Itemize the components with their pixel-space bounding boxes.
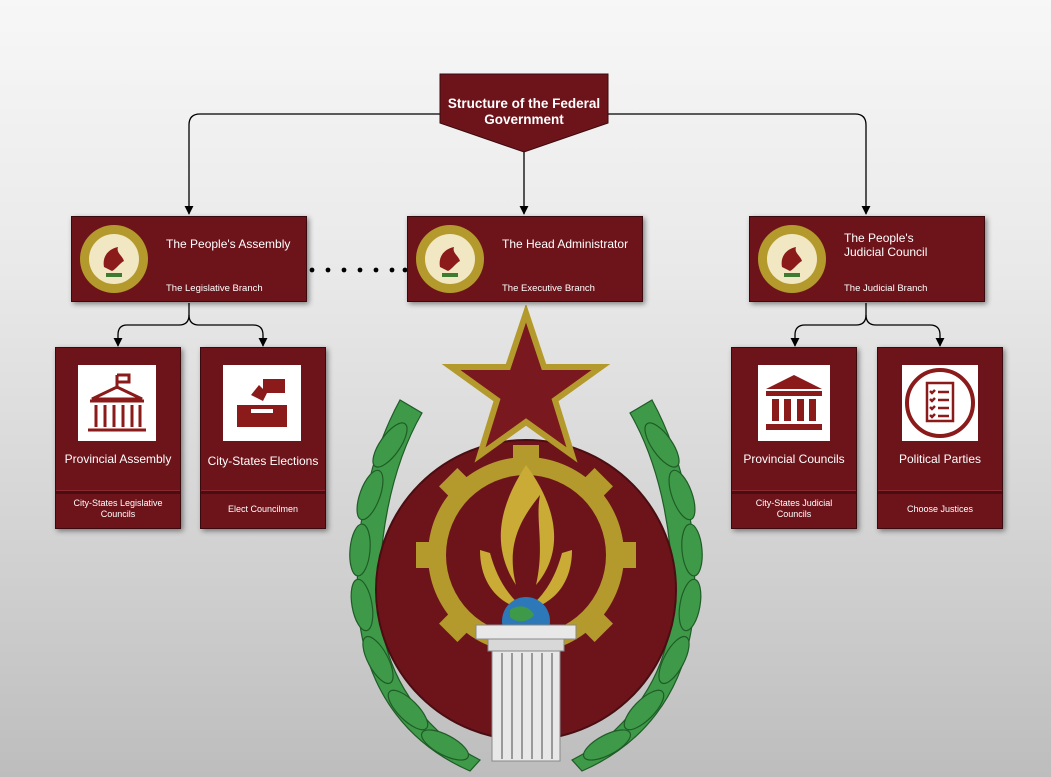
title-box	[439, 73, 609, 153]
card-subtitle: Elect Councilmen	[227, 504, 299, 514]
branch-subtitle: The Judicial Branch	[844, 283, 928, 294]
card-provincial-councils: Provincial Councils City-States Judicial…	[731, 347, 857, 529]
card-title: City-States Elections	[207, 454, 319, 468]
checklist-icon	[905, 368, 975, 438]
courthouse-icon	[766, 375, 822, 430]
branch-name: The People's Assembly	[166, 237, 291, 251]
branch-subtitle: The Legislative Branch	[166, 283, 263, 294]
national-emblem	[349, 305, 703, 772]
card-title: Provincial Councils	[743, 452, 845, 466]
card-subtitle: Choose Justices	[906, 504, 974, 514]
card-title: Provincial Assembly	[64, 452, 172, 466]
branch-peoples-assembly: The People's Assembly The Legislative Br…	[71, 216, 307, 302]
seal-icon	[758, 225, 826, 293]
parliament-building-icon	[88, 373, 146, 432]
ballot-box-icon	[237, 379, 287, 427]
card-political-parties: Political Parties Choose Justices	[877, 347, 1003, 529]
branch-head-administrator: The Head Administrator The Executive Bra…	[407, 216, 643, 302]
branch-name: The Head Administrator	[502, 237, 629, 251]
card-title: Political Parties	[898, 452, 982, 466]
branch-subtitle: The Executive Branch	[502, 283, 595, 294]
seal-icon	[80, 225, 148, 293]
card-city-states-elections: City-States Elections Elect Councilmen	[200, 347, 326, 529]
card-provincial-assembly: Provincial Assembly City-States Legislat…	[55, 347, 181, 529]
seal-icon	[416, 225, 484, 293]
